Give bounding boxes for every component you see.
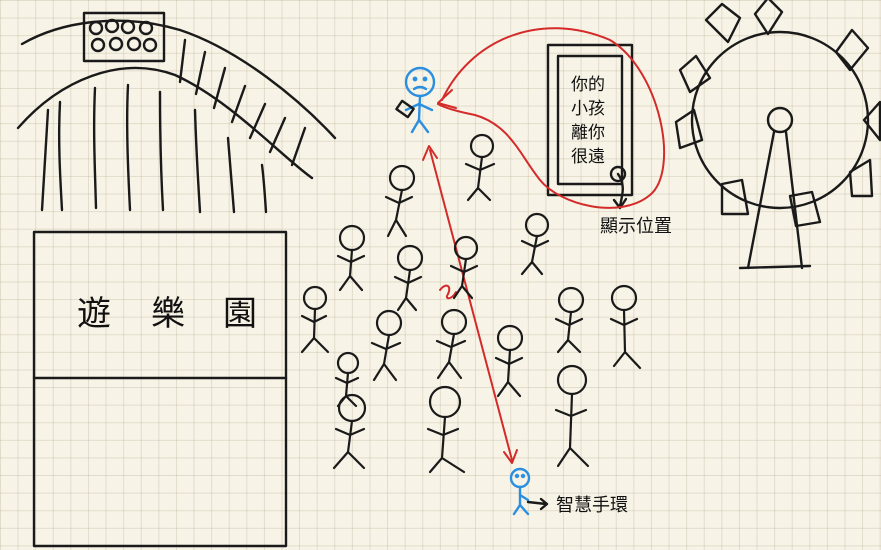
- stick-figure: [554, 286, 585, 354]
- phone-message-line-1: 你的: [571, 75, 605, 95]
- stick-figure: [334, 351, 360, 408]
- crowd: [300, 133, 642, 474]
- coaster-car: [82, 11, 166, 63]
- stick-figure: [520, 212, 550, 276]
- stick-figure: [449, 235, 479, 300]
- location-label: 顯示位置: [600, 216, 672, 237]
- stick-figure: [370, 309, 403, 382]
- alert-loop-arrowhead: [437, 89, 457, 109]
- stick-figure: [435, 308, 468, 380]
- ferris-wheel: [674, 0, 881, 270]
- park-sign-char-3: 園: [223, 294, 257, 334]
- child-figure: [509, 467, 531, 516]
- stick-figure: [300, 285, 330, 354]
- parent-figure: [404, 66, 436, 134]
- smartphone: [546, 43, 634, 197]
- distance-arrowhead-bottom: [503, 449, 518, 464]
- wristband-pointer-arrow: [526, 497, 549, 511]
- stick-figure: [384, 164, 416, 238]
- phone-message-line-4: 很遠: [571, 147, 605, 167]
- stick-figure: [609, 284, 642, 370]
- stick-figure: [336, 224, 366, 292]
- stick-figure: [332, 393, 367, 470]
- alert-loop-arrow: [437, 27, 666, 209]
- stick-figure: [554, 364, 590, 468]
- parent-phone-icon: [395, 99, 415, 119]
- park-sign-char-1: 遊: [77, 294, 111, 334]
- wristband-label: 智慧手環: [556, 495, 628, 516]
- stick-figure: [393, 244, 424, 312]
- stick-figure: [494, 324, 524, 398]
- phone-message-line-3: 離你: [571, 123, 605, 143]
- roller-coaster: [16, 11, 337, 214]
- amusement-park-building: [32, 230, 288, 548]
- stick-figure: [426, 385, 466, 474]
- phone-message-line-2: 小孩: [571, 99, 605, 119]
- distance-break-mark: [439, 284, 457, 300]
- stick-figure: [464, 133, 496, 202]
- park-sign-char-2: 樂: [151, 294, 185, 334]
- distance-arrow: [429, 149, 513, 461]
- distance-arrowhead-top: [422, 145, 438, 161]
